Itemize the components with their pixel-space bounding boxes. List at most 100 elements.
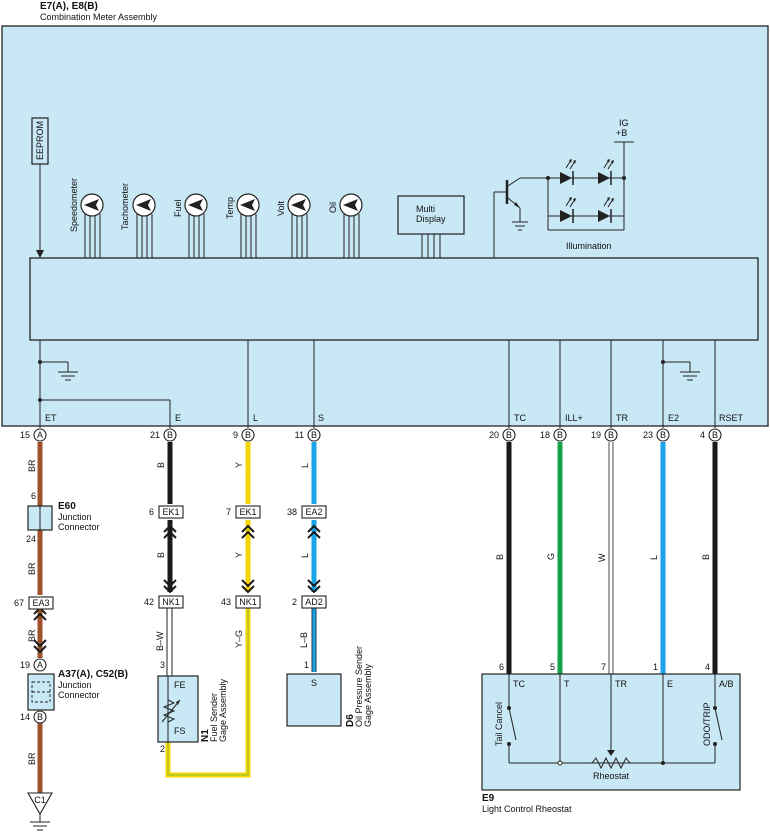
terminal-e2: E2 xyxy=(668,413,679,423)
svg-text:5: 5 xyxy=(550,662,555,672)
svg-text:4: 4 xyxy=(705,662,710,672)
ig-label: IG xyxy=(619,118,629,128)
pin-tr: B 19 xyxy=(591,428,618,442)
svg-text:9: 9 xyxy=(233,430,238,440)
gauge-fuel: Fuel xyxy=(173,193,208,258)
svg-text:21: 21 xyxy=(150,430,160,440)
svg-text:7: 7 xyxy=(601,662,606,672)
rheostat-name: Light Control Rheostat xyxy=(482,804,572,814)
junction-connector-e60: 6 24 E60 Junction Connector xyxy=(26,491,100,544)
svg-text:11: 11 xyxy=(295,430,304,440)
svg-text:Gage Assembly: Gage Assembly xyxy=(363,663,373,727)
b-plus-label: +B xyxy=(616,128,627,138)
svg-text:B–W: B–W xyxy=(155,631,165,651)
svg-text:43: 43 xyxy=(221,597,231,607)
svg-text:T: T xyxy=(564,679,570,689)
svg-text:A: A xyxy=(37,660,43,670)
svg-text:BR: BR xyxy=(27,752,37,765)
svg-text:BR: BR xyxy=(27,629,37,642)
pin-ill: B 18 xyxy=(540,428,567,442)
eeprom-label: EEPROM xyxy=(35,121,45,160)
svg-text:Tail Cancel: Tail Cancel xyxy=(494,702,504,746)
svg-text:W: W xyxy=(597,553,607,562)
svg-text:1: 1 xyxy=(653,662,658,672)
svg-text:Junction: Junction xyxy=(58,680,92,690)
plug-chevrons xyxy=(33,524,321,654)
svg-text:Gage Assembly: Gage Assembly xyxy=(218,678,228,742)
svg-text:15: 15 xyxy=(20,430,30,440)
pin-et: A 15 xyxy=(20,428,47,442)
svg-text:Junction: Junction xyxy=(58,512,92,522)
svg-text:A: A xyxy=(37,430,43,440)
svg-text:EK1: EK1 xyxy=(162,507,179,517)
meter-name: Combination Meter Assembly xyxy=(40,12,158,22)
illumination-circuit xyxy=(493,141,634,258)
svg-text:G: G xyxy=(546,553,556,560)
svg-text:B: B xyxy=(167,430,173,440)
svg-text:BR: BR xyxy=(27,562,37,575)
multi-display-label-2: Display xyxy=(416,214,446,224)
ground-c1: C1 xyxy=(27,792,53,831)
connector-nk1-e: NK1 42 xyxy=(144,595,184,609)
svg-text:B: B xyxy=(495,554,505,560)
svg-text:3: 3 xyxy=(160,660,165,670)
svg-text:L: L xyxy=(649,555,659,560)
svg-text:7: 7 xyxy=(226,507,231,517)
svg-text:23: 23 xyxy=(643,430,653,440)
svg-text:NK1: NK1 xyxy=(162,597,180,607)
pin-row: A 15 B 21 B 9 B 11 B 20 B 18 xyxy=(20,428,722,442)
svg-text:B: B xyxy=(506,430,512,440)
combination-meter-box xyxy=(1,25,769,427)
svg-text:ODO/TRIP: ODO/TRIP xyxy=(702,702,712,746)
svg-text:67: 67 xyxy=(14,598,24,608)
meter-internal-wiring xyxy=(38,340,716,428)
light-control-rheostat: 6 5 7 1 4 TC T TR E A/B Tail Cancel ODO/… xyxy=(481,662,741,791)
svg-text:Connector: Connector xyxy=(58,522,100,532)
multi-display-box xyxy=(397,195,465,235)
svg-text:42: 42 xyxy=(144,597,154,607)
svg-text:NK1: NK1 xyxy=(239,597,257,607)
svg-text:EA3: EA3 xyxy=(32,598,49,608)
svg-text:Oil Pressure Sender: Oil Pressure Sender xyxy=(354,646,364,727)
svg-text:Oil: Oil xyxy=(328,202,338,213)
svg-text:B: B xyxy=(712,430,718,440)
terminal-l: L xyxy=(253,413,258,423)
svg-text:6: 6 xyxy=(149,507,154,517)
gauge-tachometer: Tachometer xyxy=(120,183,156,258)
svg-text:L–B: L–B xyxy=(299,632,309,648)
svg-text:18: 18 xyxy=(540,430,550,440)
svg-text:B: B xyxy=(156,462,166,468)
oil-pressure-sender-gage: 1 S D6 Oil Pressure Sender Gage Assembly xyxy=(286,646,373,727)
gauge-volt: Volt xyxy=(276,193,311,258)
svg-text:24: 24 xyxy=(26,534,36,544)
harness-wires xyxy=(37,442,718,793)
svg-text:A/B: A/B xyxy=(719,679,734,689)
svg-text:E60: E60 xyxy=(58,501,76,512)
terminal-tc: TC xyxy=(514,413,526,423)
svg-text:2: 2 xyxy=(292,597,297,607)
terminal-rset: RSET xyxy=(719,413,744,423)
svg-text:1: 1 xyxy=(304,660,309,670)
svg-text:14: 14 xyxy=(20,712,30,722)
svg-text:B: B xyxy=(701,554,711,560)
meter-code: E7(A), E8(B) xyxy=(40,1,98,12)
svg-text:S: S xyxy=(311,678,317,688)
terminal-e: E xyxy=(175,413,181,423)
pin-e2: B 23 xyxy=(643,428,670,442)
svg-text:A37(A), C52(B): A37(A), C52(B) xyxy=(58,669,128,680)
svg-text:Volt: Volt xyxy=(276,200,286,216)
svg-text:38: 38 xyxy=(287,507,297,517)
svg-text:Fuel: Fuel xyxy=(173,199,183,217)
svg-text:B: B xyxy=(156,552,166,558)
svg-text:19: 19 xyxy=(591,430,601,440)
svg-text:E: E xyxy=(667,679,673,689)
svg-text:6: 6 xyxy=(31,491,36,501)
pin-s: B 11 xyxy=(295,428,321,442)
pin-tc: B 20 xyxy=(489,428,516,442)
meter-ecu-block xyxy=(29,257,759,341)
svg-text:TC: TC xyxy=(513,679,525,689)
svg-text:19: 19 xyxy=(20,660,30,670)
gauge-oil: Oil xyxy=(328,193,363,258)
gauge-speedometer: Speedometer xyxy=(69,178,104,258)
rheostat-code: E9 xyxy=(482,793,495,804)
